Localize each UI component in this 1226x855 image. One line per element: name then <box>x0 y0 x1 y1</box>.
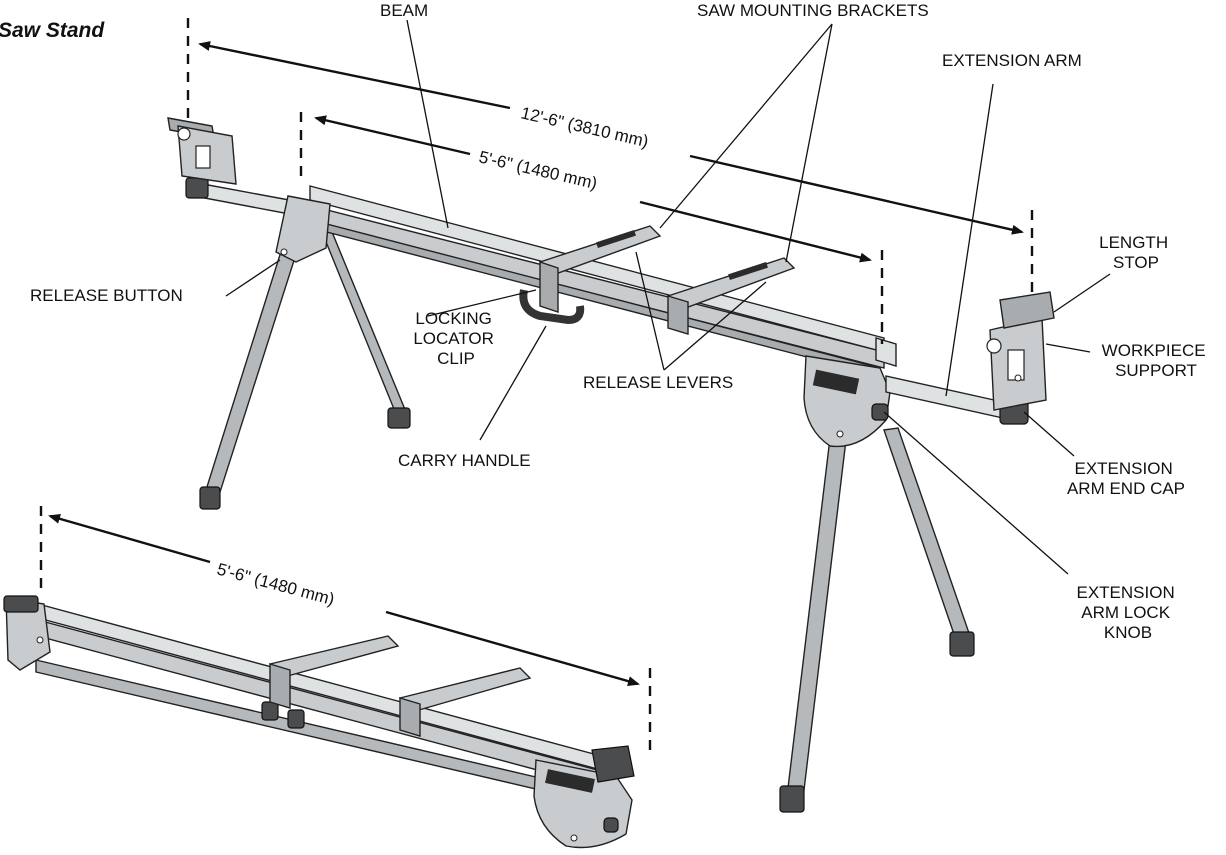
folded-length-arrow-left <box>48 513 211 564</box>
extended-length-label: 12'-6" (3810 mm) <box>519 103 650 151</box>
folded-right-end-cap <box>591 745 635 783</box>
right-rear-leg-foot <box>949 631 975 657</box>
beam-rail-top <box>309 185 885 353</box>
saw-mounting-bracket-2 <box>666 257 796 335</box>
end-cap-leader <box>1023 411 1075 457</box>
carry-handle <box>519 289 585 325</box>
locator-clip-label-line-2: LOCATOR <box>413 329 494 348</box>
folded-lock-knob <box>603 817 619 833</box>
stand-length-label: 5'-6" (1480 mm) <box>477 147 599 193</box>
carry-handle-label: CARRY HANDLE <box>398 451 531 470</box>
lock-knob-leader <box>883 411 1069 575</box>
length-stop-leader <box>1053 273 1111 313</box>
workpiece-support-label-line-1: WORKPIECE <box>1102 341 1206 360</box>
extended-length-arrow-left <box>198 41 511 110</box>
extension-arm-lock-knob-label: EXTENSION ARM LOCK KNOB <box>1077 583 1180 642</box>
lock-knob-label-line-3: KNOB <box>1104 623 1152 642</box>
folded-foot-2 <box>287 709 305 729</box>
locator-clip-label-line-3: CLIP <box>437 349 475 368</box>
left-rear-leg <box>320 231 407 415</box>
folded-bracket-1 <box>268 635 400 709</box>
extended-stand <box>167 117 1055 813</box>
locator-clip-label-line-1: LOCKING <box>415 309 492 328</box>
brackets-leader-2 <box>785 23 833 263</box>
left-workpiece-support <box>167 117 237 185</box>
left-extension-arm-end-cap <box>185 177 209 199</box>
release-button-label: RELEASE BUTTON <box>30 286 183 305</box>
part-labels: BEAM SAW MOUNTING BRACKETS EXTENSION ARM… <box>30 1 1211 642</box>
lock-knob-label-line-1: EXTENSION <box>1077 583 1175 602</box>
length-stop <box>999 291 1055 329</box>
carry-handle-leader <box>479 325 547 441</box>
folded-beam-front <box>7 611 613 791</box>
right-leg-housing <box>803 355 891 448</box>
release-button-leader <box>225 259 281 297</box>
saw-mounting-brackets-label: SAW MOUNTING BRACKETS <box>697 1 929 20</box>
leader-lines <box>225 19 1111 575</box>
release-levers-leader-2 <box>663 281 767 371</box>
left-front-leg <box>205 241 299 493</box>
diagram-title: Saw Stand <box>0 19 105 42</box>
folded-left-end-cap <box>3 595 39 613</box>
folded-foot <box>261 701 279 721</box>
workpiece-support-leader <box>1045 343 1091 353</box>
folded-length-label: 5'-6" (1480 mm) <box>215 560 337 610</box>
dimension-lines <box>39 18 1034 752</box>
left-leg-housing <box>275 195 331 263</box>
folded-housing-label-plate <box>545 769 595 793</box>
release-levers-leader-1 <box>635 251 665 371</box>
release-levers-label: RELEASE LEVERS <box>583 373 733 392</box>
extended-length-arrow-right <box>689 154 1024 235</box>
extension-arm-lock-knob <box>871 403 889 421</box>
folded-length-arrow-right <box>385 610 640 687</box>
left-rear-leg-foot <box>387 407 411 429</box>
brackets-leader-1 <box>659 23 833 229</box>
length-stop-label-line-2: STOP <box>1113 253 1159 272</box>
length-stop-label-line-1: LENGTH <box>1099 233 1168 252</box>
stand-length-arrow-left <box>314 115 471 156</box>
saw-mounting-bracket-1 <box>538 225 662 313</box>
end-cap-label-line-1: EXTENSION <box>1075 459 1173 478</box>
lock-knob-label-line-2: ARM LOCK <box>1081 603 1170 622</box>
beam-leader <box>406 19 449 229</box>
locking-locator-clip-label: LOCKING LOCATOR CLIP <box>413 309 498 368</box>
locator-clip-leader <box>427 289 537 317</box>
extension-arm-end-cap-label: EXTENSION ARM END CAP <box>1067 459 1185 498</box>
workpiece-support-label: WORKPIECE SUPPORT <box>1102 341 1211 380</box>
stand-length-arrow-right <box>639 200 872 263</box>
right-housing-label-plate <box>812 369 860 395</box>
extension-arm-label: EXTENSION ARM <box>942 51 1082 70</box>
right-front-leg-foot <box>779 785 805 813</box>
right-front-leg <box>787 437 847 791</box>
right-end-cap <box>875 337 897 367</box>
workpiece-support-label-line-2: SUPPORT <box>1115 361 1197 380</box>
extension-arm-leader <box>945 83 994 397</box>
right-rear-leg <box>883 427 971 641</box>
left-front-leg-foot <box>199 486 221 510</box>
folded-stand <box>3 595 635 849</box>
folded-bracket-2 <box>398 667 532 737</box>
right-workpiece-support <box>986 317 1047 411</box>
beam-label: BEAM <box>380 1 428 20</box>
length-stop-label: LENGTH STOP <box>1099 233 1173 272</box>
end-cap-label-line-2: ARM END CAP <box>1067 479 1185 498</box>
